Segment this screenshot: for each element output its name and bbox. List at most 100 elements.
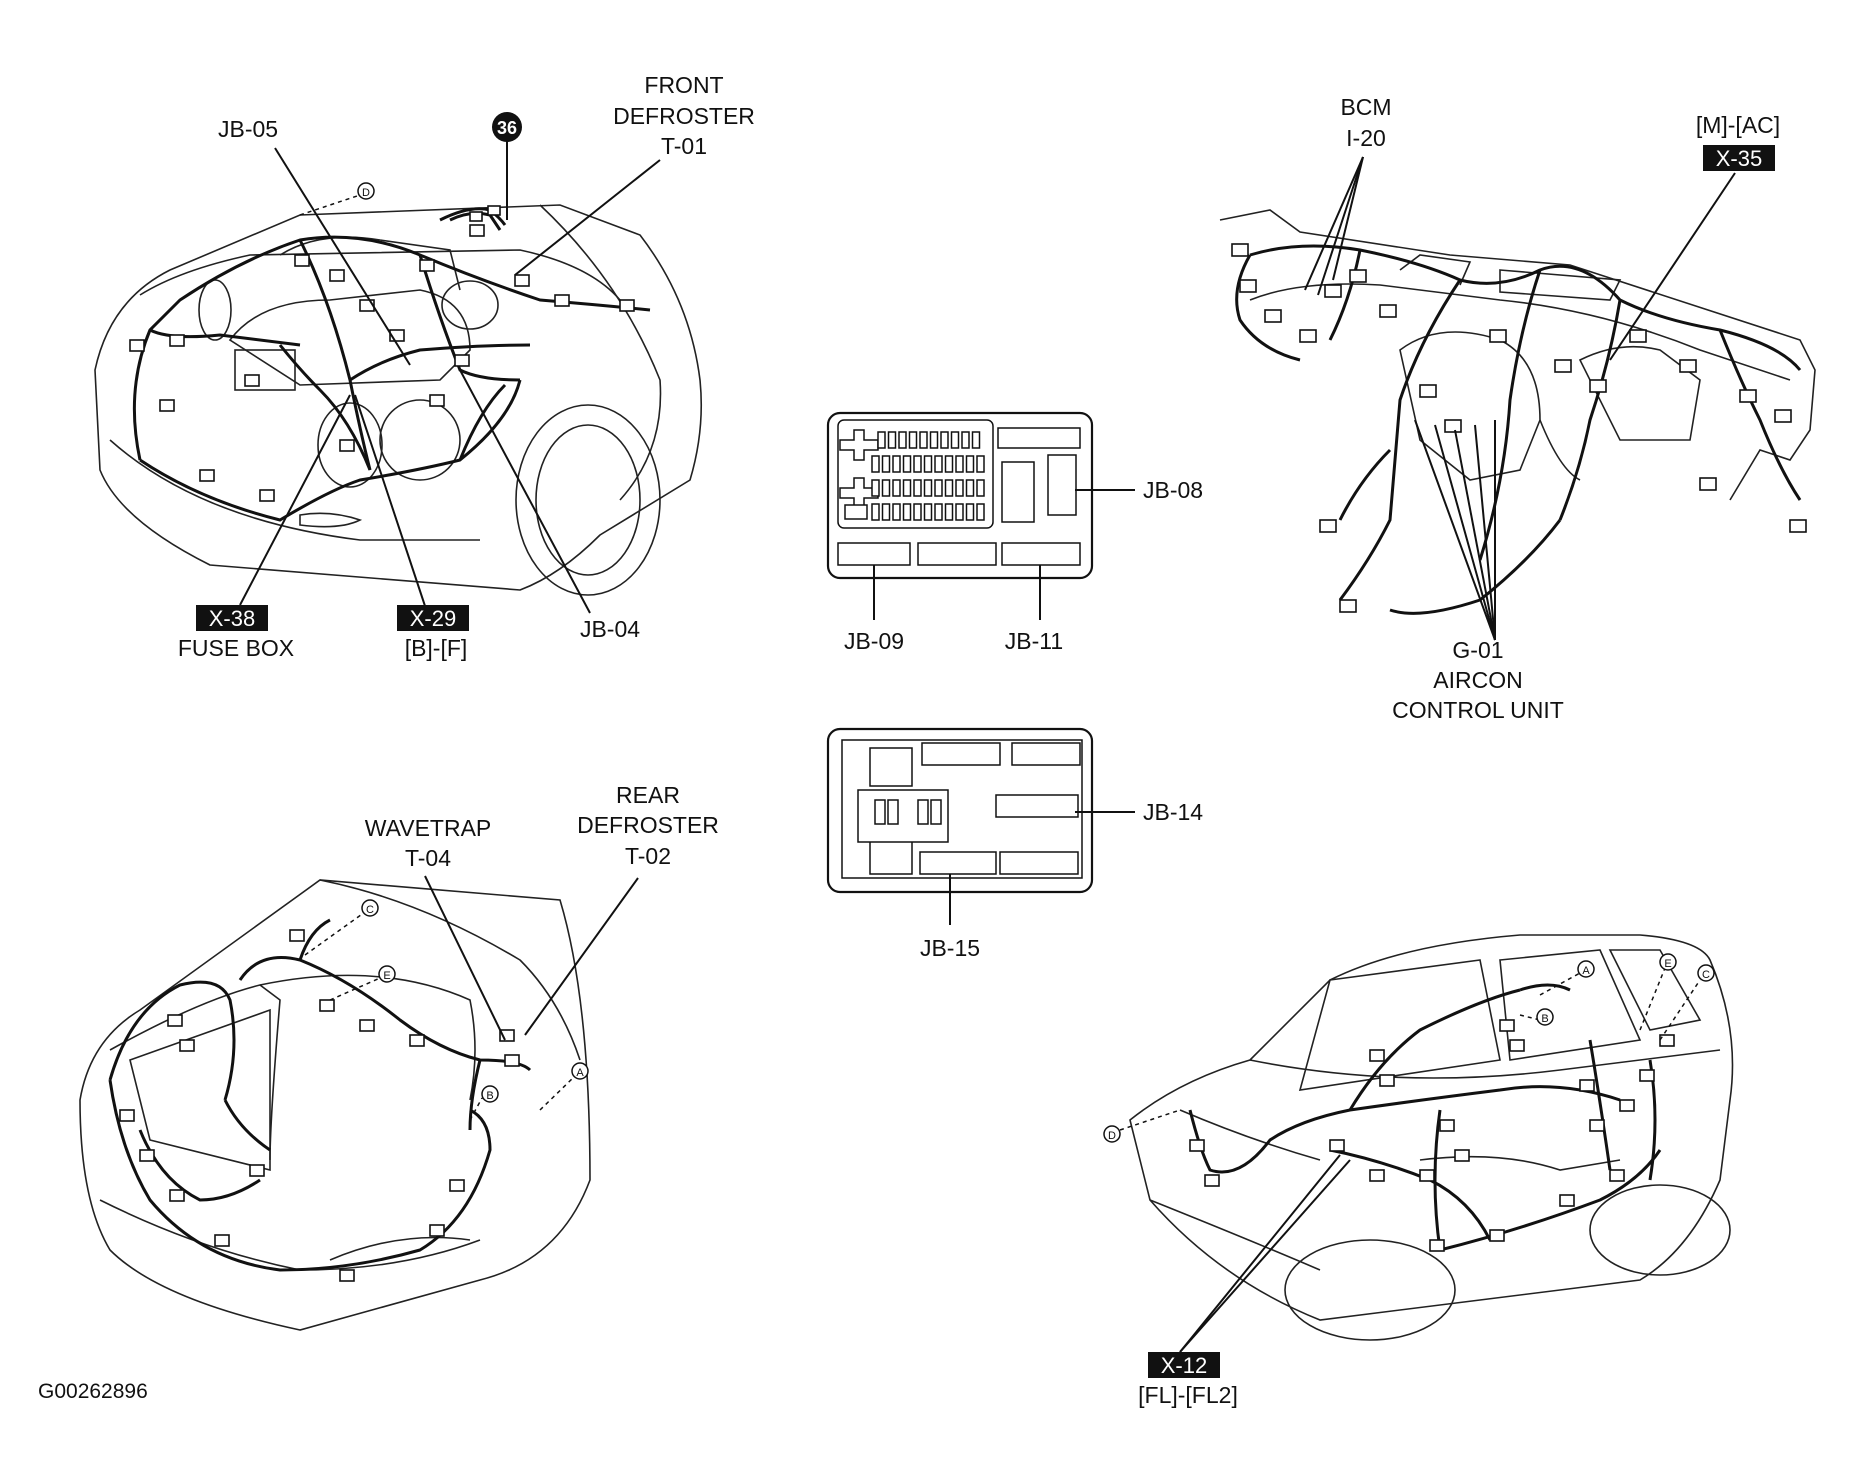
fuse-slot (902, 455, 912, 473)
label-g01: G-01 (1452, 637, 1503, 663)
circle-d-side: D (1103, 1125, 1121, 1143)
label-jb15: JB-15 (920, 935, 980, 961)
circle-e-rear: E (378, 965, 396, 983)
junction-box-upper (826, 411, 1135, 620)
tag-x38-text: X-38 (209, 606, 255, 631)
fuse-slot (919, 431, 928, 449)
label-bcm-code: I-20 (1346, 125, 1386, 151)
fuse-slot (934, 503, 943, 521)
fuse-slot (976, 479, 985, 497)
label-fl-fl2: [FL]-[FL2] (1138, 1382, 1238, 1408)
rear-view (79, 875, 639, 1331)
circle-a-side-text: A (1582, 965, 1590, 977)
circle-c-side-text: C (1702, 969, 1710, 981)
label-jb05: JB-05 (218, 116, 278, 142)
tag-x12: X-12 (1148, 1352, 1220, 1378)
fuse-slot (955, 503, 964, 521)
fuse-slot (955, 479, 964, 497)
label-front-defroster-1: FRONT (644, 72, 723, 98)
circle-c-rear: C (361, 899, 379, 917)
fuse-slot (913, 455, 922, 473)
fuse-slot (923, 503, 933, 521)
fuse-slot (929, 431, 939, 449)
fuse-slot (898, 431, 907, 449)
label-rear-defroster-3: T-02 (625, 843, 671, 869)
circle-c-rear-text: C (366, 904, 374, 916)
badge-36: 36 (492, 112, 522, 142)
circle-e-rear-text: E (383, 970, 390, 982)
circle-d-side-text: D (1108, 1130, 1116, 1142)
fuse-slot (892, 455, 901, 473)
circle-d-front-text: D (362, 187, 370, 199)
label-wavetrap: WAVETRAP (365, 815, 492, 841)
label-jb08: JB-08 (1143, 477, 1203, 503)
front-engine-view (94, 140, 703, 614)
fuse-slot (887, 431, 897, 449)
fuse-slot (944, 479, 954, 497)
fuse-slot (892, 479, 901, 497)
label-jb14: JB-14 (1143, 799, 1203, 825)
fuse-slot (881, 455, 891, 473)
label-control-unit: CONTROL UNIT (1392, 697, 1564, 723)
fuse-slot (871, 503, 880, 521)
circle-a-rear-text: A (576, 1067, 584, 1079)
fuse-slot (965, 503, 975, 521)
label-aircon: AIRCON (1433, 667, 1522, 693)
circle-b-rear: B (481, 1085, 499, 1103)
tag-x29-text: X-29 (410, 606, 456, 631)
label-wavetrap-code: T-04 (405, 845, 451, 871)
label-rear-defroster-2: DEFROSTER (577, 812, 719, 838)
dashboard-harness-view (1219, 156, 1816, 641)
circle-e-side: E (1659, 953, 1677, 971)
fuse-slot (934, 479, 943, 497)
label-m-ac: [M]-[AC] (1696, 112, 1780, 138)
fuse-slot (955, 455, 964, 473)
circle-c-side: C (1697, 964, 1715, 982)
fuse-slot (923, 479, 933, 497)
fuse-slot (877, 431, 886, 449)
fuse-slot (944, 455, 954, 473)
fuse-slot (871, 479, 880, 497)
tag-x35-text: X-35 (1716, 146, 1762, 171)
fuse-slot (940, 431, 949, 449)
label-jb11: JB-11 (1005, 628, 1063, 654)
label-bcm: BCM (1340, 94, 1391, 120)
circle-a-side: A (1577, 960, 1595, 978)
tag-x35: X-35 (1703, 145, 1775, 171)
fuse-slot (923, 455, 933, 473)
fuse-slot (950, 431, 960, 449)
fuse-grid (839, 429, 879, 520)
fuse-slot (871, 455, 880, 473)
tag-x38: X-38 (196, 605, 268, 631)
fuse-slot (902, 503, 912, 521)
circle-b-side: B (1536, 1008, 1554, 1026)
label-front-defroster-3: T-01 (661, 133, 707, 159)
label-b-f: [B]-[F] (405, 635, 468, 661)
fuse-slot (976, 455, 985, 473)
badge-36-text: 36 (497, 118, 517, 138)
fuse-slot (892, 503, 901, 521)
junction-box-lower (826, 727, 1135, 925)
label-jb09: JB-09 (844, 628, 904, 654)
fuse-slot (944, 503, 954, 521)
label-jb04: JB-04 (580, 616, 640, 642)
tag-x12-text: X-12 (1161, 1353, 1207, 1378)
fuse-slot (913, 503, 922, 521)
circle-e-side-text: E (1664, 958, 1671, 970)
figure-code: G00262896 (38, 1380, 148, 1403)
fuse-slot (971, 431, 981, 449)
fuse-slot (965, 479, 975, 497)
fuse-slot (881, 503, 891, 521)
label-rear-defroster-1: REAR (616, 782, 680, 808)
label-front-defroster-2: DEFROSTER (613, 103, 755, 129)
fuse-slot (902, 479, 912, 497)
side-view (1119, 934, 1734, 1353)
fuse-slot (881, 479, 891, 497)
fuse-slot (965, 455, 975, 473)
circle-a-rear: A (571, 1062, 589, 1080)
fuse-slot (913, 479, 922, 497)
fuse-slot (961, 431, 970, 449)
circle-d-front: D (357, 182, 375, 200)
circle-b-side-text: B (1541, 1013, 1548, 1025)
